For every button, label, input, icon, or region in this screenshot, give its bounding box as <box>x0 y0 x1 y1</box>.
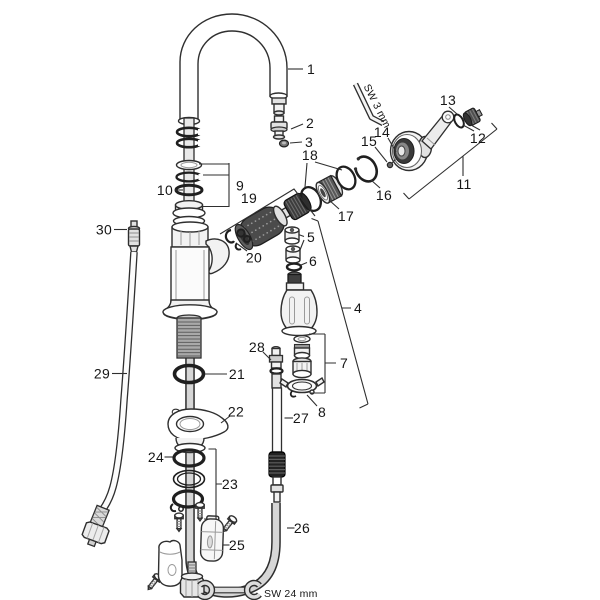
callout-21: 21 <box>229 366 245 382</box>
callout-24: 24 <box>148 449 164 465</box>
callout-18: 18 <box>302 147 318 163</box>
set-screw-15 <box>386 159 396 169</box>
callout-2: 2 <box>306 115 314 131</box>
handle-assembly-11 <box>389 110 455 172</box>
callout-4: 4 <box>354 300 362 316</box>
callout-26: 26 <box>294 520 310 536</box>
callout-13: 13 <box>440 92 456 108</box>
callout-1: 1 <box>307 61 315 77</box>
check-valves-5-6 <box>284 226 303 272</box>
callout-25: 25 <box>229 537 245 553</box>
spout-end-nut-3 <box>278 139 290 148</box>
rings-23 <box>169 469 206 513</box>
wrench-size-label: SW 24 mm <box>264 588 318 600</box>
faucet-body <box>162 221 230 359</box>
o-ring-21 <box>172 363 206 385</box>
callout-5: 5 <box>307 229 315 245</box>
callout-16: 16 <box>376 187 392 203</box>
snap-ring-16 <box>348 155 379 183</box>
bottom-nut <box>179 561 205 598</box>
supply-hose-29-30 <box>81 220 141 548</box>
spout-arc <box>177 13 288 126</box>
o-ring-18b <box>335 165 357 191</box>
callout-23: 23 <box>222 476 238 492</box>
aerator-insert-17 <box>315 174 344 204</box>
callout-11: 11 <box>456 176 471 192</box>
callout-12: 12 <box>470 130 486 146</box>
callout-14: 14 <box>374 124 390 140</box>
callout-9: 9 <box>236 178 244 194</box>
ring-24 <box>172 448 206 468</box>
callout-10: 10 <box>157 182 173 198</box>
callout-3: 3 <box>305 134 313 150</box>
callout-20: 20 <box>246 250 262 266</box>
cap-12 <box>462 107 483 127</box>
callout-17: 17 <box>338 208 354 224</box>
spout-end-connector-2 <box>270 115 288 140</box>
spray-holder-cone <box>280 271 318 337</box>
hose-weight-25 <box>199 515 225 562</box>
callout-29: 29 <box>94 366 110 382</box>
wrench-icon <box>197 579 262 600</box>
cover-piece <box>157 539 183 587</box>
callout-8: 8 <box>318 404 326 420</box>
riser-rings-9-10 <box>172 126 206 227</box>
retainer-clip-20 <box>224 228 251 251</box>
callout-30: 30 <box>96 222 112 238</box>
spray-hose-27-28 <box>268 346 286 503</box>
callout-27: 27 <box>293 410 309 426</box>
callout-15: 15 <box>361 133 377 149</box>
callout-7: 7 <box>340 355 348 371</box>
callout-6: 6 <box>309 253 317 269</box>
callout-28: 28 <box>249 339 265 355</box>
callout-19: 19 <box>241 190 257 206</box>
o-ring-13 <box>453 113 465 129</box>
callout-22: 22 <box>228 404 244 420</box>
leader-lines <box>112 68 498 546</box>
cartridge-19 <box>234 192 312 251</box>
allen-key-icon <box>352 82 385 126</box>
aerator-stack-7-8 <box>279 334 325 398</box>
escutcheon-22 <box>167 408 229 454</box>
